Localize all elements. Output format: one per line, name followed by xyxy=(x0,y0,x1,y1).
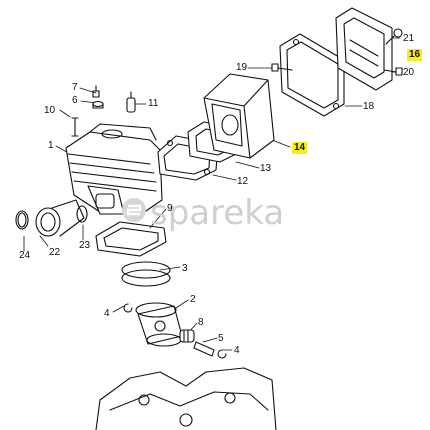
callout-5: 5 xyxy=(218,333,224,344)
screws xyxy=(271,28,403,76)
spareka-logo-icon xyxy=(122,198,146,222)
callout-12: 12 xyxy=(237,176,249,187)
callout-8: 8 xyxy=(198,317,204,328)
callout-11: 11 xyxy=(148,98,159,109)
callout-21: 21 xyxy=(403,33,415,44)
callout-3: 3 xyxy=(182,263,188,274)
callout-14: 14 xyxy=(292,142,308,154)
muffler-cover-16 xyxy=(335,7,393,91)
callout-2: 2 xyxy=(190,294,196,305)
callout-6: 6 xyxy=(72,95,78,106)
gasket-9 xyxy=(95,221,167,257)
callout-23: 23 xyxy=(79,240,91,251)
cylinder xyxy=(65,123,163,216)
callout-19: 19 xyxy=(236,62,248,73)
callout-18: 18 xyxy=(363,101,375,112)
callout-10: 10 xyxy=(44,105,56,116)
callout-4-right: 4 xyxy=(234,345,240,356)
callout-1: 1 xyxy=(48,140,54,151)
callout-16: 16 xyxy=(407,49,423,61)
piston-rings xyxy=(121,261,171,287)
callout-24: 24 xyxy=(19,250,31,261)
callout-20: 20 xyxy=(403,67,415,78)
intake-parts xyxy=(15,199,88,237)
callout-7: 7 xyxy=(72,82,78,93)
callout-9: 9 xyxy=(167,203,173,214)
crankcase xyxy=(95,367,277,430)
muffler-14 xyxy=(203,73,275,159)
gasket-18 xyxy=(279,33,345,117)
callout-22: 22 xyxy=(49,247,61,258)
callout-4-left: 4 xyxy=(104,308,110,319)
small-fittings xyxy=(71,85,136,137)
callout-13: 13 xyxy=(260,163,272,174)
watermark: spareka xyxy=(150,193,285,233)
bearing-and-pin xyxy=(179,329,215,357)
